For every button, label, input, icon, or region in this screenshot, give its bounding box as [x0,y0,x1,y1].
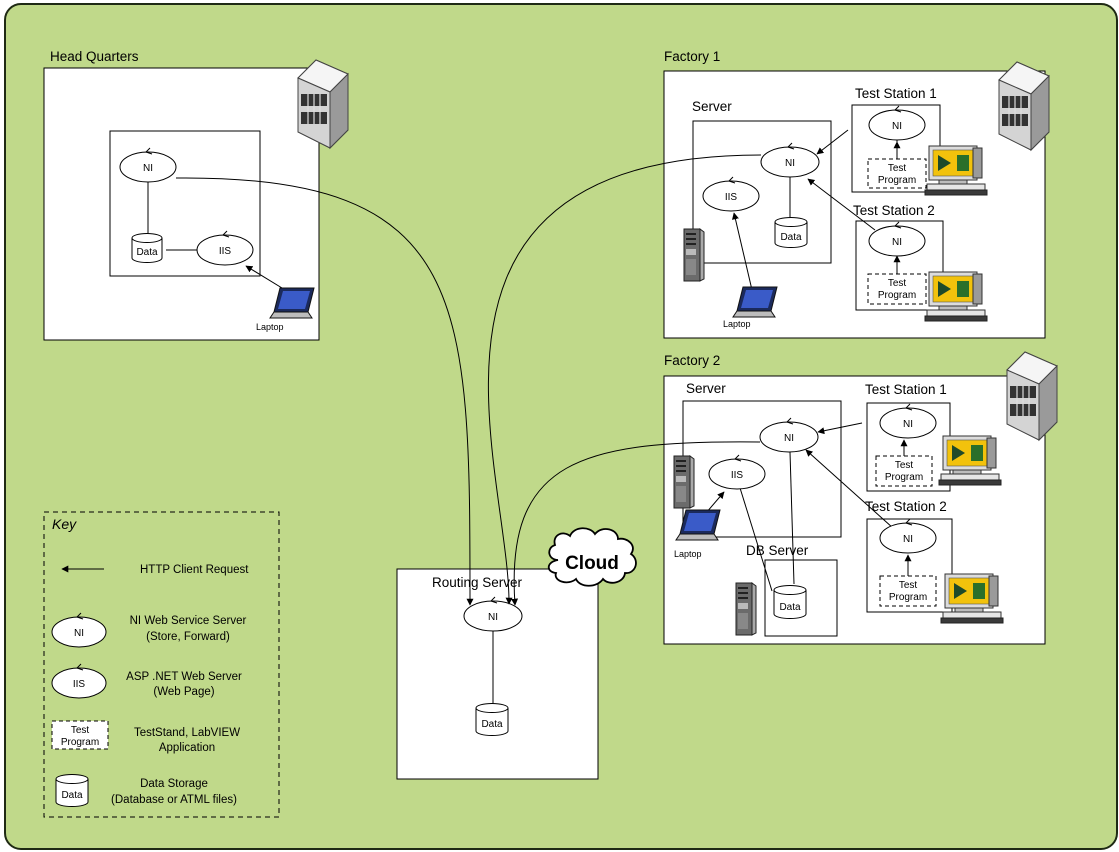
ni-node-label: NI [488,612,498,623]
factory-1: Factory 1 Server Test Station 1 Test Sta… [663,49,1050,339]
legend-ni-line2: (Store, Forward) [146,631,230,643]
ni-node [868,225,926,257]
cloud-label: Cloud [565,553,619,574]
test-program-label: Test [888,163,907,174]
legend-ni-line1: NI Web Service Server [130,615,247,627]
iis-node [702,180,760,212]
iis-node [196,234,254,266]
monitor-icon [924,271,988,322]
laptop-label: Laptop [674,549,702,559]
http-request-connections [175,154,762,606]
legend-program-symbol-line2: Program [61,737,99,748]
test-program-label: Test [899,580,918,591]
ni-node [760,146,820,178]
legend-ni-symbol [51,616,107,648]
cloud-icon [547,527,637,587]
f1-station2-title: Test Station 2 [853,203,935,218]
http-request-arrow [175,177,474,606]
legend-data-line1: Data Storage [140,778,208,790]
legend-program-symbol [51,720,109,750]
server-tower-icon [683,228,705,282]
monitor-icon [940,573,1004,624]
ni-node-label: NI [892,237,902,248]
data-store [774,217,808,248]
factory1-server-title: Server [692,99,732,114]
test-program-label: Program [889,592,927,603]
test-program-label: Test [895,460,914,471]
laptop-label: Laptop [723,319,751,329]
data-store-label: Data [779,602,801,613]
routing-server: Routing Server NI Data Cloud [396,527,637,780]
headquarters: Head Quarters NI Data IIS Laptop [43,49,349,341]
factory2-title: Factory 2 [664,353,720,368]
ni-node [463,600,523,632]
ni-node-label: NI [143,163,153,174]
ni-node [879,522,937,554]
monitor-icon [938,435,1002,486]
test-program [867,273,927,305]
legend-http-label: HTTP Client Request [140,564,249,576]
legend-iis-line2: (Web Page) [153,686,214,698]
data-store [475,703,509,736]
legend-program-line2: Application [159,742,215,754]
legend-iis-symbol [51,667,107,699]
iis-node [708,458,766,490]
ni-node-label: NI [903,419,913,430]
ni-node [119,151,177,183]
legend-program-symbol-line1: Test [71,725,90,736]
data-store [131,233,163,263]
test-program-label: Program [878,175,916,186]
test-program [875,455,933,487]
http-request-arrow [487,154,762,605]
ni-node-label: NI [903,534,913,545]
legend-data-symbol [55,774,89,807]
factory2-server-title: Server [686,381,726,396]
building-icon [297,59,349,149]
legend-title: Key [52,516,77,532]
ni-node-label: NI [892,121,902,132]
server-tower-icon [735,582,757,636]
routing-server-title: Routing Server [432,575,523,590]
ni-node [868,109,926,141]
iis-node-label: IIS [219,246,232,257]
laptop-label: Laptop [256,322,284,332]
f2-station2-title: Test Station 2 [865,499,947,514]
ni-node [879,407,937,439]
data-store [773,585,807,619]
test-program-label: Program [878,290,916,301]
ni-node-label: NI [784,433,794,444]
iis-node-label: IIS [725,192,738,203]
data-store-label: Data [136,247,158,258]
legend-data-symbol-label: Data [61,790,83,801]
ni-node [759,421,819,453]
factory2-db-server-title: DB Server [746,543,809,558]
legend-iis-symbol-label: IIS [73,679,86,690]
f2-station1-title: Test Station 1 [865,382,947,397]
data-store-label: Data [481,719,503,730]
data-store-label: Data [780,232,802,243]
building-icon [1006,351,1058,441]
headquarters-title: Head Quarters [50,49,139,64]
legend-ni-symbol-label: NI [74,628,84,639]
legend-box [43,511,280,818]
factory-2: Factory 2 Server DB Server Test Station … [663,351,1058,645]
test-program-label: Program [885,472,923,483]
test-program-label: Test [888,278,907,289]
server-tower-icon [673,455,695,509]
legend-data-line2: (Database or ATML files) [111,794,237,806]
test-program [867,158,927,189]
legend-program-line1: TestStand, LabVIEW [134,727,240,739]
iis-node-label: IIS [731,470,744,481]
routing-server-panel [396,568,599,780]
legend-key: Key HTTP Client Request NI NI Web Servic… [43,511,280,818]
http-request-arrow [511,441,761,606]
building-icon [998,61,1050,151]
monitor-icon [924,145,988,196]
f1-station1-title: Test Station 1 [855,86,937,101]
test-program [879,575,937,607]
legend-iis-line1: ASP .NET Web Server [126,671,242,683]
ni-node-label: NI [785,158,795,169]
factory1-title: Factory 1 [664,49,720,64]
